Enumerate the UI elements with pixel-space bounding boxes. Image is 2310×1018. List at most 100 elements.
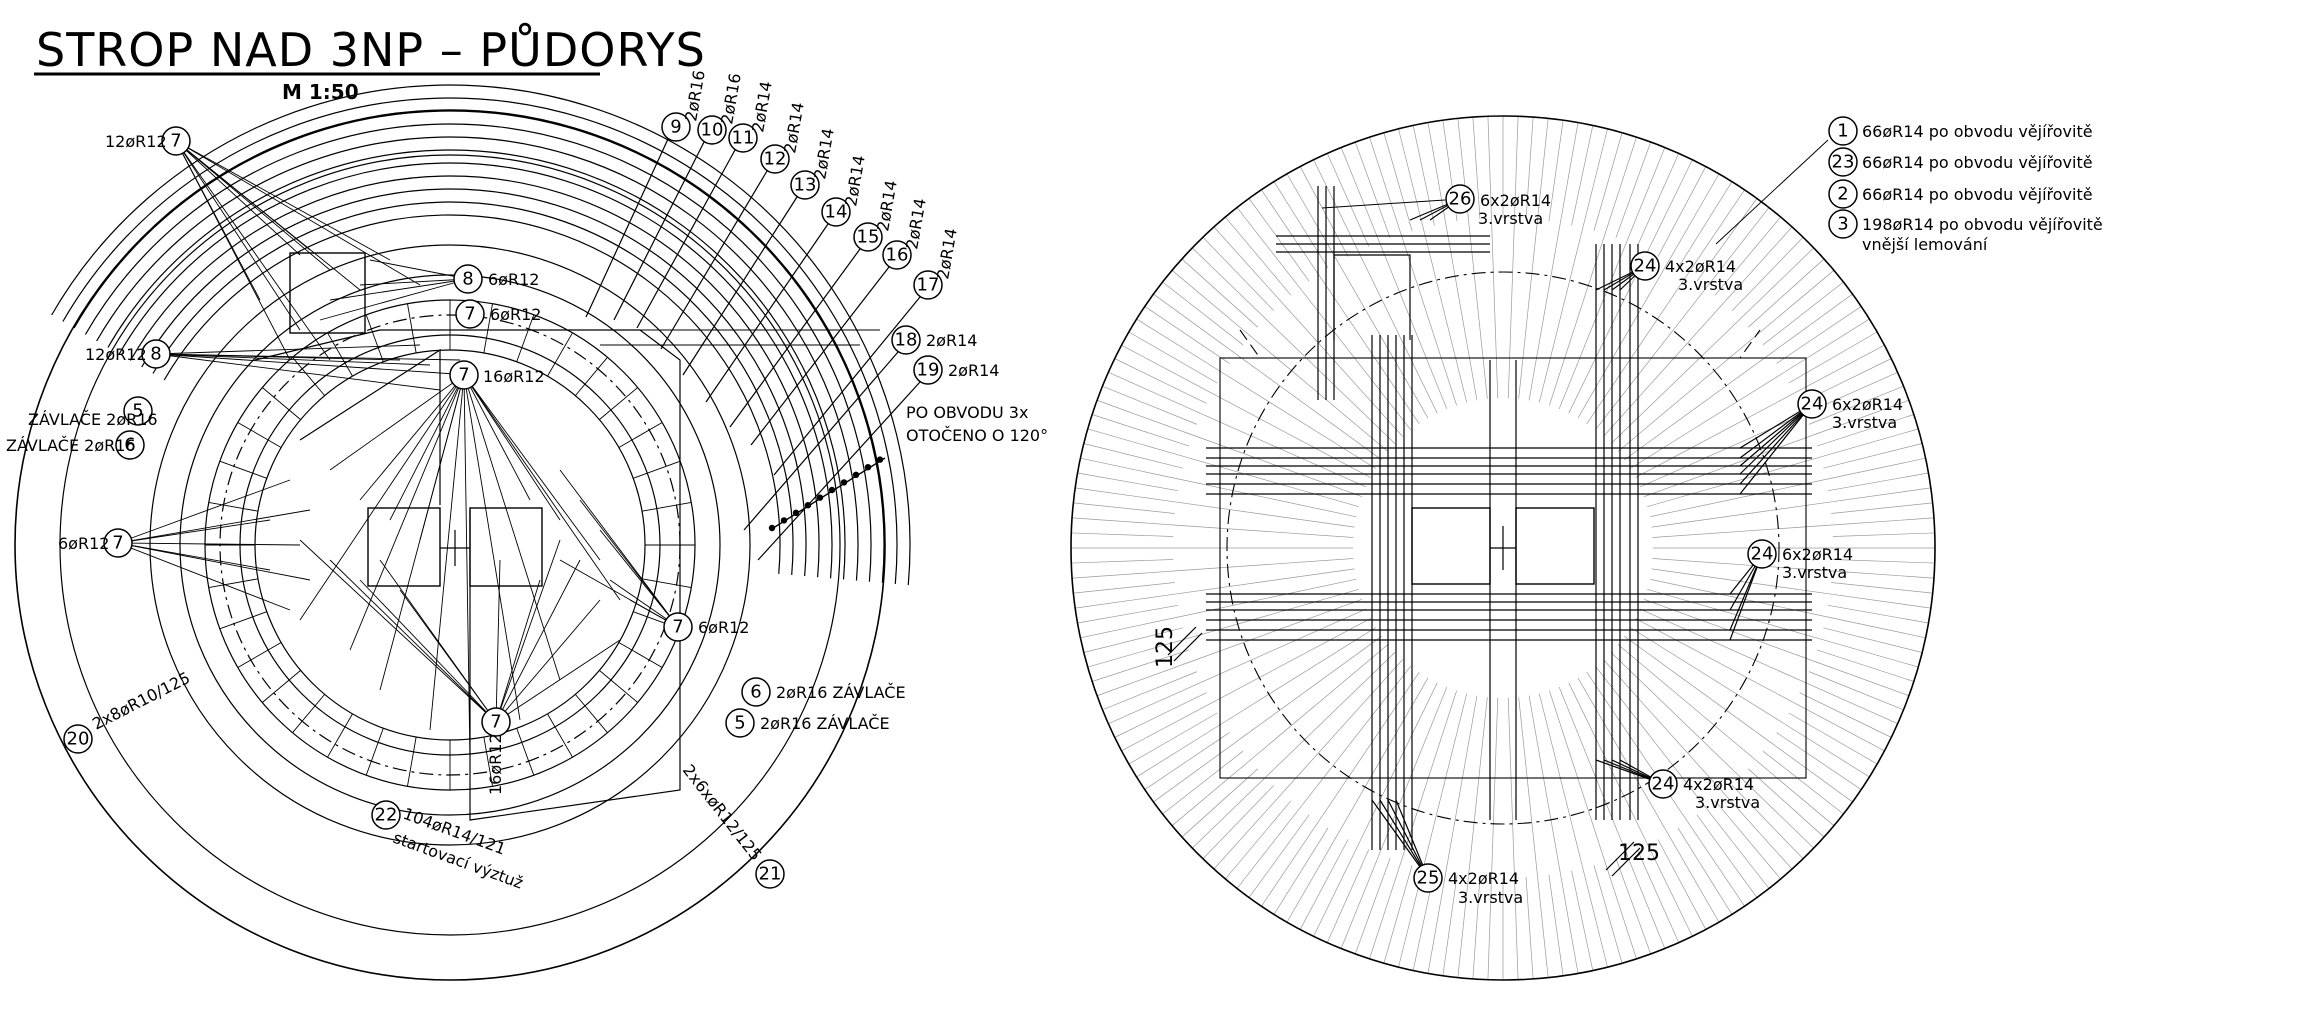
rebar-line: [359, 278, 469, 286]
fan-rebar: [1816, 414, 1914, 447]
radial-stirrup: [574, 694, 608, 733]
rebar-dot: [864, 464, 872, 471]
rebar-line: [117, 519, 271, 544]
fan-rebar: [1808, 385, 1904, 425]
rebar-line: [495, 559, 581, 723]
fan-rebar: [1740, 776, 1814, 849]
fan-rebar: [1299, 166, 1349, 257]
fan-rebar: [1558, 686, 1627, 855]
fan-rebar: [1491, 218, 1499, 399]
callout-text: ZÁVLAČE 2øR16: [6, 436, 136, 455]
callout-text: 2øR14: [780, 101, 808, 155]
fan-rebar: [1832, 517, 1934, 526]
callout-number: 26: [1449, 189, 1472, 210]
callout-text: 2øR14: [948, 361, 999, 380]
fan-rebar: [1723, 226, 1793, 303]
radial-stirrup: [547, 332, 573, 377]
fan-rebar: [1340, 853, 1380, 949]
rebar-line: [463, 374, 521, 721]
fan-rebar: [1748, 768, 1825, 838]
hoop-leader: [636, 149, 736, 329]
fan-rebar: [1071, 532, 1174, 537]
callout-layer: 3.vrstva: [1678, 275, 1743, 294]
callout-text: 6øR12: [488, 270, 539, 289]
fan-rebar: [1108, 681, 1202, 725]
rebar-line: [155, 344, 421, 355]
fan-rebar: [1804, 681, 1898, 725]
callout-number: 24: [1652, 774, 1675, 795]
fan-rebar: [1776, 732, 1862, 790]
hoop-leader: [705, 223, 829, 403]
callout-number: 15: [857, 227, 880, 248]
fan-rebar: [1696, 814, 1758, 898]
fan-rebar: [1559, 872, 1579, 974]
fan-rebar: [1586, 274, 1688, 424]
fan-rebar: [1595, 287, 1707, 431]
perimeter-note-2: OTOČENO O 120°: [906, 426, 1048, 445]
rebar-line: [359, 374, 465, 501]
fan-rebar: [1185, 589, 1359, 640]
rebar-dot: [804, 502, 812, 509]
fan-rebar: [1171, 270, 1251, 337]
fan-rebar: [1812, 660, 1910, 697]
fan-rebar: [1073, 502, 1175, 514]
callout-text: 6øR12: [490, 305, 541, 324]
fan-rebar: [1635, 392, 1795, 478]
fan-rebar: [1211, 618, 1371, 704]
fan-rebar: [1092, 649, 1190, 682]
legend-number: 23: [1832, 152, 1855, 173]
callout-text: 6øR12: [58, 534, 109, 553]
fan-rebar: [1326, 153, 1370, 247]
callout-number: 16: [886, 245, 909, 266]
fan-rebar: [1657, 839, 1707, 930]
fan-rebar: [1083, 627, 1183, 653]
rebar-line: [369, 259, 469, 280]
callout-text: 2øR14: [933, 227, 961, 281]
fan-rebar: [1286, 833, 1339, 923]
fan-rebar: [1696, 198, 1758, 282]
rebar-line: [495, 639, 621, 723]
fan-rebar: [1337, 262, 1429, 419]
callout-number: 17: [917, 275, 940, 296]
fan-rebar: [1582, 868, 1608, 968]
radial-stirrup: [327, 713, 353, 758]
fan-rebar: [1831, 582, 1933, 594]
radial-stirrup: [483, 736, 493, 787]
fan-rebar: [1072, 570, 1174, 579]
fan-rebar: [1369, 861, 1402, 959]
fan-rebar: [1617, 644, 1757, 761]
legend-note: vnější lemování: [1862, 235, 1988, 254]
fan-rebar: [1639, 413, 1805, 488]
radial-stirrup: [365, 314, 384, 362]
radial-stirrup: [292, 694, 326, 733]
rebar-line: [559, 559, 679, 628]
hoop-leader: [750, 266, 890, 446]
fan-rebar: [1108, 371, 1202, 415]
callout-layer: 3.vrstva: [1782, 563, 1847, 582]
fan-rebar: [1649, 479, 1826, 518]
callout-number: 10: [701, 120, 724, 141]
fan-rebar: [1525, 117, 1534, 219]
fan-rebar: [1181, 768, 1258, 838]
callout-number: 20: [67, 729, 90, 750]
fan-rebar: [1604, 137, 1637, 235]
radial-stirrup: [219, 611, 267, 630]
fan-rebar: [1507, 218, 1515, 399]
right-floor-plan: [1070, 115, 1936, 981]
fan-rebar: [1468, 219, 1488, 399]
fan-rebar: [1096, 399, 1194, 436]
fan-rebar: [1571, 870, 1594, 971]
fan-rebar: [1249, 335, 1389, 452]
perimeter-rebar-dots: [768, 456, 884, 532]
callout-text: 2x6xøR12/125: [679, 761, 766, 865]
fan-rebar: [1213, 793, 1283, 870]
rebar-line: [175, 140, 291, 361]
fan-rebar: [1829, 593, 1931, 609]
fan-rebar: [1538, 227, 1584, 403]
rebar-line: [155, 353, 441, 391]
callout-text: 2øR14: [873, 179, 901, 233]
rebar-line: [463, 374, 471, 761]
fan-rebar: [1273, 181, 1329, 269]
fan-rebar: [1369, 137, 1402, 235]
fan-rebar: [1236, 807, 1301, 889]
